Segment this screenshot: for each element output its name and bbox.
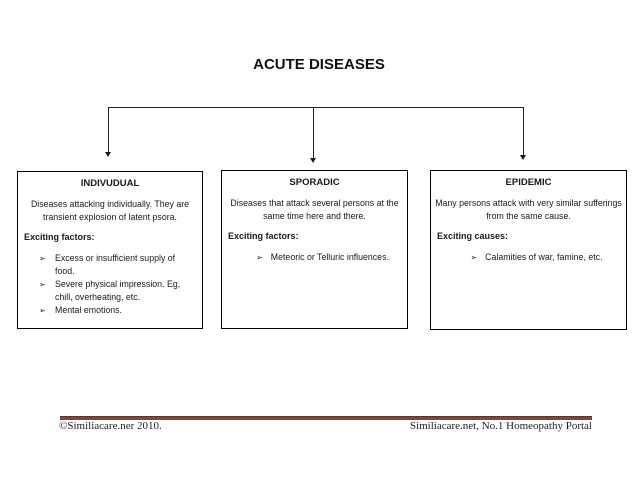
- list-item: ➢ Mental emotions.: [18, 304, 202, 317]
- arrowhead-bullet-icon: ➢: [39, 280, 46, 289]
- list-item: ➢ Excess or insufficient supply of food.: [18, 252, 202, 278]
- arrow-shaft: [108, 108, 109, 153]
- arrowhead-bullet-icon: ➢: [256, 253, 263, 262]
- node-individual-label: Exciting factors:: [24, 232, 95, 242]
- arrow-down-icon: [105, 152, 111, 157]
- list-item-text: Severe physical impression. Eg, chill, o…: [55, 279, 181, 302]
- arrow-down-icon: [310, 158, 316, 163]
- arrow-shaft: [313, 108, 314, 159]
- list-item: ➢ Meteoric or Telluric influences.: [222, 251, 407, 264]
- node-individual-header: INDIVUDUAL: [80, 178, 140, 189]
- node-epidemic-bullets: ➢ Calamities of war, famine, etc.: [431, 251, 626, 264]
- footer-rule: [60, 416, 592, 420]
- node-sporadic-label: Exciting factors:: [228, 231, 299, 241]
- list-item-text: Excess or insufficient supply of food.: [55, 253, 176, 276]
- arrowhead-bullet-icon: ➢: [39, 254, 46, 263]
- node-individual-bullets: ➢ Excess or insufficient supply of food.…: [18, 252, 202, 317]
- list-item: ➢ Calamities of war, famine, etc.: [431, 251, 626, 264]
- node-sporadic: SPORADIC Diseases that attack several pe…: [221, 170, 408, 329]
- node-sporadic-bullets: ➢ Meteoric or Telluric influences.: [222, 251, 407, 264]
- node-individual: INDIVUDUAL Diseases attacking individual…: [17, 171, 203, 329]
- node-sporadic-description: Diseases that attack several persons at …: [230, 198, 399, 221]
- page-title: ACUTE DISEASES: [253, 56, 385, 73]
- node-individual-description: Diseases attacking individually. They ar…: [30, 199, 190, 222]
- list-item: ➢ Severe physical impression. Eg, chill,…: [18, 278, 202, 304]
- node-sporadic-header: SPORADIC: [289, 177, 340, 188]
- connector-horizontal-line: [108, 107, 524, 108]
- arrowhead-bullet-icon: ➢: [470, 253, 478, 262]
- list-item-text: Meteoric or Telluric influences.: [270, 252, 389, 262]
- arrow-shaft: [523, 108, 524, 156]
- node-epidemic-label: Exciting causes:: [437, 231, 509, 241]
- node-epidemic-description: Many persons attack with very similar su…: [435, 198, 622, 221]
- node-epidemic: EPIDEMIC Many persons attack with very s…: [430, 170, 627, 330]
- footer-site-tagline: Similiacare.net, No.1 Homeopathy Portal: [409, 420, 592, 432]
- arrow-down-icon: [520, 155, 526, 160]
- arrowhead-bullet-icon: ➢: [39, 306, 46, 315]
- list-item-text: Mental emotions.: [55, 305, 122, 315]
- footer-copyright: ©Similiacare.ner 2010.: [59, 420, 162, 432]
- list-item-text: Calamities of war, famine, etc.: [485, 252, 603, 262]
- node-epidemic-header: EPIDEMIC: [505, 177, 552, 188]
